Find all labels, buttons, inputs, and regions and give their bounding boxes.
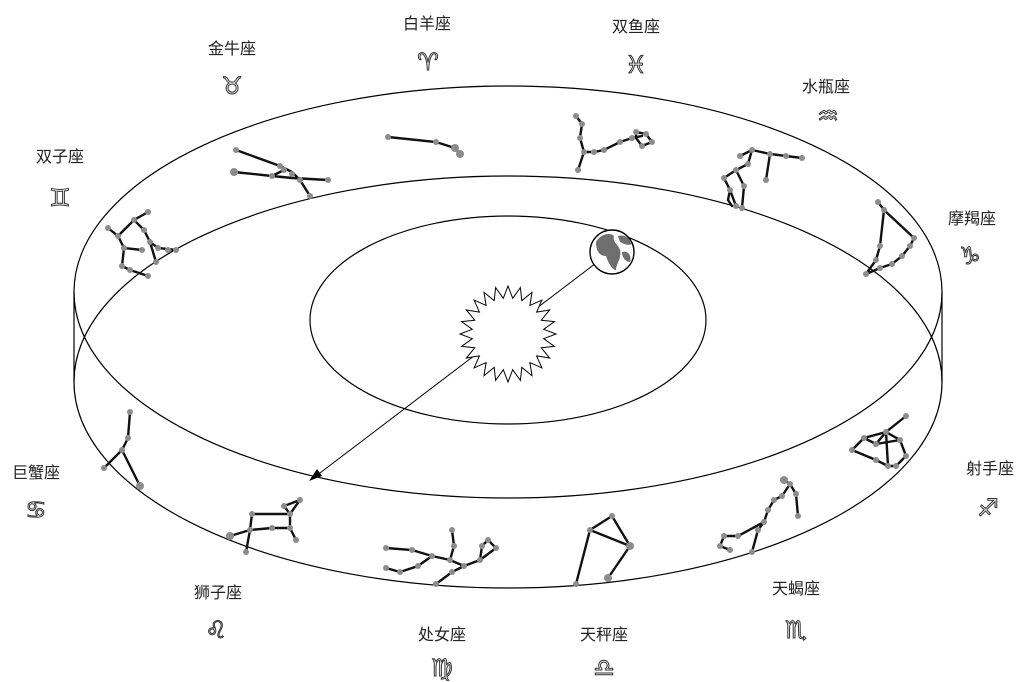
virgo-icon: ♍ <box>431 654 453 682</box>
constellation-pattern-gemini <box>105 209 179 279</box>
constellation-pattern-libra <box>573 513 634 587</box>
sun-icon <box>460 286 556 382</box>
constellation-name: 狮子座 <box>194 583 242 602</box>
sagittarius-icon: ♐ <box>977 494 999 522</box>
constellation-pattern-leo <box>226 497 303 555</box>
gemini-icon: ♊ <box>49 184 71 212</box>
taurus-icon: ♉ <box>221 72 243 100</box>
label-aquarius: 水瓶座 ♒ <box>802 77 850 130</box>
pisces-icon: ♓ <box>625 51 647 79</box>
constellation-pattern-aries <box>385 134 464 158</box>
constellation-name: 巨蟹座 <box>12 463 60 482</box>
constellation-name: 水瓶座 <box>802 77 850 96</box>
label-sagittarius: 射手座 ♐ <box>966 459 1014 522</box>
aquarius-icon: ♒ <box>817 102 839 130</box>
line-of-sight <box>309 254 608 481</box>
capricorn-icon: ♑ <box>959 242 981 270</box>
libra-icon: ♎ <box>593 654 615 682</box>
leo-icon: ♌ <box>205 616 227 644</box>
constellation-name: 双子座 <box>36 147 84 166</box>
constellation-pattern-scorpio <box>717 476 801 555</box>
constellation-pattern-cancer <box>101 409 144 490</box>
label-libra: 天秤座 ♎ <box>580 625 628 682</box>
constellation-name: 双鱼座 <box>612 17 660 36</box>
label-leo: 狮子座 ♌ <box>194 583 242 644</box>
constellation-pattern-sagittarius <box>849 413 909 469</box>
label-scorpio: 天蝎座 ♏ <box>772 579 820 644</box>
constellation-name: 白羊座 <box>403 14 451 33</box>
scorpio-icon: ♏ <box>785 616 807 644</box>
label-taurus: 金牛座 ♉ <box>208 39 256 100</box>
constellation-name: 射手座 <box>966 459 1014 478</box>
label-gemini: 双子座 ♊ <box>36 147 84 212</box>
aries-icon: ♈ <box>417 48 439 76</box>
label-cancer: 巨蟹座 ♋ <box>12 463 60 524</box>
cancer-icon: ♋ <box>25 496 47 524</box>
constellation-pattern-virgo <box>383 527 499 587</box>
label-virgo: 处女座 ♍ <box>418 625 466 682</box>
constellation-name: 天蝎座 <box>772 579 820 598</box>
constellation-name: 天秤座 <box>580 625 628 644</box>
constellation-pattern-taurus <box>230 147 331 199</box>
constellation-name: 金牛座 <box>208 39 256 58</box>
constellation-name: 处女座 <box>418 625 466 644</box>
label-pisces: 双鱼座 ♓ <box>612 17 660 79</box>
constellation-name: 摩羯座 <box>948 209 996 228</box>
constellation-pattern-capricorn <box>863 199 917 277</box>
label-aries: 白羊座 ♈ <box>403 14 451 76</box>
constellation-pattern-aquarius <box>721 147 805 211</box>
label-capricorn: 摩羯座 ♑ <box>948 209 996 270</box>
earth-icon <box>590 230 634 274</box>
constellation-pattern-pisces <box>573 113 655 173</box>
